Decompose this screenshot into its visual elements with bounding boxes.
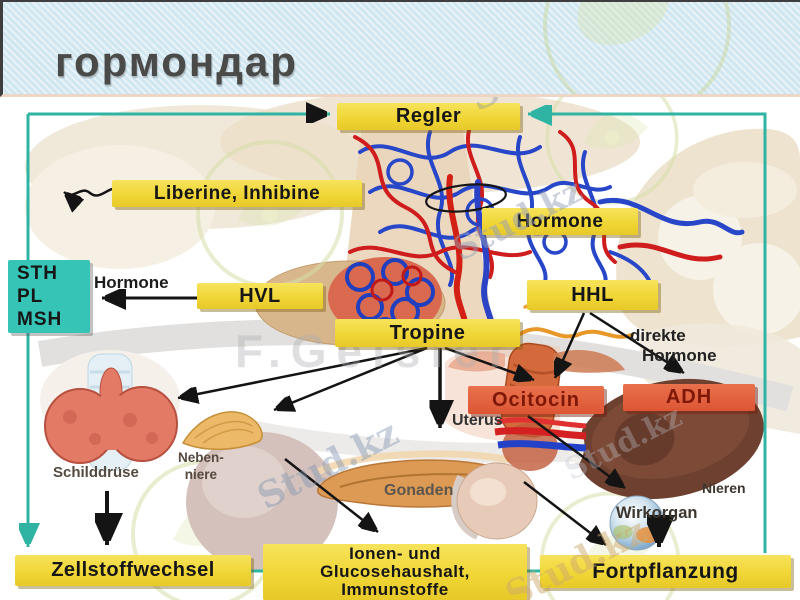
label-nieren: Nieren bbox=[702, 480, 746, 496]
box-tropine: Tropine bbox=[335, 319, 520, 347]
box-liberine-inhibine: Liberine, Inhibine bbox=[112, 180, 362, 207]
adrenal-kidney-illustration bbox=[181, 411, 338, 572]
gonads-illustration bbox=[316, 450, 538, 540]
box-fortpflanzung: Fortpflanzung bbox=[540, 555, 791, 588]
direkte-line2: Hormone bbox=[642, 346, 717, 365]
box-sth-pl-msh: STH PL MSH bbox=[8, 260, 90, 333]
box-ionen-glucose: Ionen- und Glucosehaushalt, Immunstoffe bbox=[263, 544, 527, 600]
nebenniere-line2: niere bbox=[184, 467, 218, 482]
label-schilddruese: Schilddrüse bbox=[53, 464, 139, 481]
label-nebenniere: Neben- niere bbox=[178, 449, 224, 483]
direkte-line1: direkte bbox=[630, 326, 686, 345]
diagram-arrows bbox=[64, 187, 684, 547]
box-hhl: HHL bbox=[527, 280, 658, 310]
stud-logo-icon bbox=[543, 2, 731, 94]
sth-line: STH bbox=[17, 263, 58, 284]
pl-line: PL bbox=[17, 286, 44, 307]
nebenniere-line1: Neben- bbox=[178, 450, 224, 465]
box-hvl: HVL bbox=[197, 283, 323, 309]
box-ocitocin: Ocitocin bbox=[468, 386, 604, 414]
box-regler: Regler bbox=[337, 103, 520, 130]
slide-header: гормондар bbox=[0, 2, 800, 97]
box-ionen-line3: Immunstoffe bbox=[341, 580, 449, 599]
slide-title: гормондар bbox=[55, 38, 298, 85]
hormone-pointer-oval bbox=[425, 183, 507, 213]
msh-line: MSH bbox=[17, 309, 63, 330]
label-gonaden: Gonaden bbox=[384, 482, 454, 499]
box-adh: ADH bbox=[623, 384, 755, 411]
box-ionen-line2: Glucosehaushalt, bbox=[320, 562, 470, 581]
label-wirkorgan: Wirkorgan bbox=[616, 504, 698, 522]
box-hormone-top: Hormone bbox=[482, 208, 638, 235]
label-direkte-hormone: direkte Hormone bbox=[630, 326, 717, 366]
box-ionen-line1: Ionen- und bbox=[349, 544, 441, 563]
label-uterus: Uterus bbox=[452, 412, 503, 429]
label-hormone-left: Hormone bbox=[94, 273, 169, 292]
thyroid-illustration bbox=[40, 350, 180, 471]
box-zellstoffwechsel: Zellstoffwechsel bbox=[15, 555, 251, 586]
